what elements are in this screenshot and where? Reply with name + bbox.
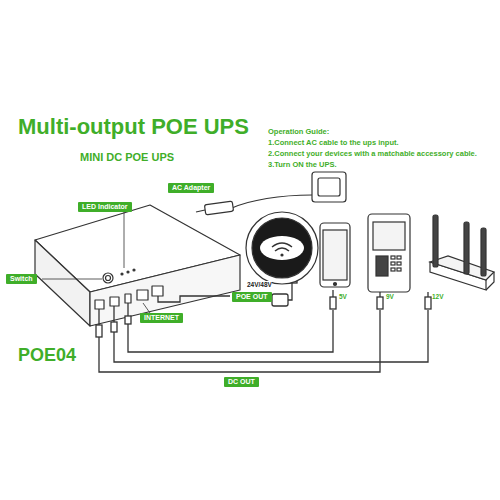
dc-cables-part <box>99 310 380 372</box>
guide-step: 2.Connect your devices with a matchable … <box>268 150 477 159</box>
ups-box-part <box>103 273 113 283</box>
ups-box-part <box>90 255 240 326</box>
dc-cables-part <box>114 310 428 362</box>
ups-box-part <box>106 276 111 281</box>
dc-cables-part <box>427 292 428 297</box>
dc-cables-part <box>96 325 102 337</box>
voltage-label: 9V <box>386 293 394 300</box>
dc-cables <box>96 290 431 372</box>
dc-cables-part <box>111 322 117 332</box>
dc-cables-part <box>113 306 114 322</box>
callout-box: DC OUT <box>224 377 259 387</box>
poe-cable-part <box>158 296 230 302</box>
callout-box: LED Indicator <box>78 202 132 212</box>
title: Multi-output POE UPS <box>18 114 249 139</box>
phone-part <box>320 223 350 287</box>
callout-text: Switch <box>10 275 33 283</box>
leader-lines-part <box>124 212 125 268</box>
ups-box <box>35 205 240 326</box>
guide-heading: Operation Guide: <box>268 128 329 137</box>
leader-lines-part <box>143 303 150 313</box>
model-number: POE04 <box>18 345 76 366</box>
access-controller-part <box>373 222 405 250</box>
router-part <box>486 272 494 290</box>
ups-box-part <box>125 294 131 303</box>
wifi-access-point-part <box>260 236 304 260</box>
ups-box-part <box>121 273 123 275</box>
access-controller <box>368 214 410 292</box>
ups-box-part <box>110 297 119 306</box>
leader-lines-part <box>42 279 102 280</box>
router-part <box>481 228 486 276</box>
access-controller-part <box>376 256 388 276</box>
wifi-access-point-part <box>246 212 318 284</box>
access-controller-part-part <box>397 256 401 259</box>
poe-cable-part <box>272 294 288 306</box>
dc-cables-part <box>332 290 333 297</box>
dc-cables-part <box>98 309 99 325</box>
ac-adapter-part <box>196 210 205 212</box>
access-controller-part-part <box>391 256 395 259</box>
ac-adapter-part <box>318 178 340 196</box>
ups-box-part <box>127 271 129 273</box>
dc-cables-part <box>125 316 131 324</box>
dc-cables-part <box>127 303 128 316</box>
ups-box-part <box>137 290 148 300</box>
access-controller-part-part <box>391 262 395 265</box>
wifi-access-point <box>246 212 318 284</box>
dc-cables-part <box>330 297 336 309</box>
ac-adapter-part <box>232 195 312 208</box>
callout-box: Switch <box>6 274 37 284</box>
leader-lines <box>42 212 150 313</box>
wifi-access-point-part <box>252 218 312 278</box>
callout-text: AC Adapter <box>172 184 210 192</box>
dc-cables-part <box>379 292 380 297</box>
guide-step: 3.Turn ON the UPS. <box>268 161 337 170</box>
phone-part <box>334 283 337 286</box>
dc-cables-part <box>377 297 383 309</box>
callout-box: POE OUT <box>232 292 272 302</box>
callout-box: INTERNET <box>140 313 183 323</box>
router <box>430 215 494 290</box>
access-controller-part <box>368 214 410 292</box>
router-part <box>433 215 438 267</box>
ups-box-part <box>152 286 163 296</box>
callout-text: INTERNET <box>144 314 179 322</box>
poe-cable-part <box>288 283 292 300</box>
wifi-access-point-part <box>280 253 283 256</box>
ups-box-part <box>95 300 104 309</box>
guide-step: 1.Connect AC cable to the ups input. <box>268 139 399 148</box>
ups-box-part <box>35 240 90 326</box>
voltage-label: 5V <box>339 293 347 300</box>
ac-adapter-part <box>312 172 346 202</box>
callout-text: LED Indicator <box>82 203 128 211</box>
ups-box-part <box>133 269 135 271</box>
ac-adapter <box>196 172 346 215</box>
dc-cables-part <box>425 297 431 309</box>
dc-cables-part <box>128 310 333 352</box>
router-part <box>464 222 469 274</box>
wifi-access-point-part <box>272 243 292 251</box>
access-controller-part <box>391 256 401 271</box>
access-controller-part-part <box>397 262 401 265</box>
ac-adapter-part <box>204 201 233 215</box>
callout-box: AC Adapter <box>168 183 214 193</box>
access-controller-part-part <box>391 268 395 271</box>
callout-text: POE OUT <box>236 293 268 301</box>
subtitle: MINI DC POE UPS <box>80 151 174 164</box>
voltage-label: 12V <box>432 293 444 300</box>
phone <box>320 223 350 287</box>
phone-part <box>323 230 347 280</box>
voltage-label: 24V/48V <box>247 281 272 288</box>
access-controller-part-part <box>397 268 401 271</box>
callout-text: DC OUT <box>228 378 255 386</box>
